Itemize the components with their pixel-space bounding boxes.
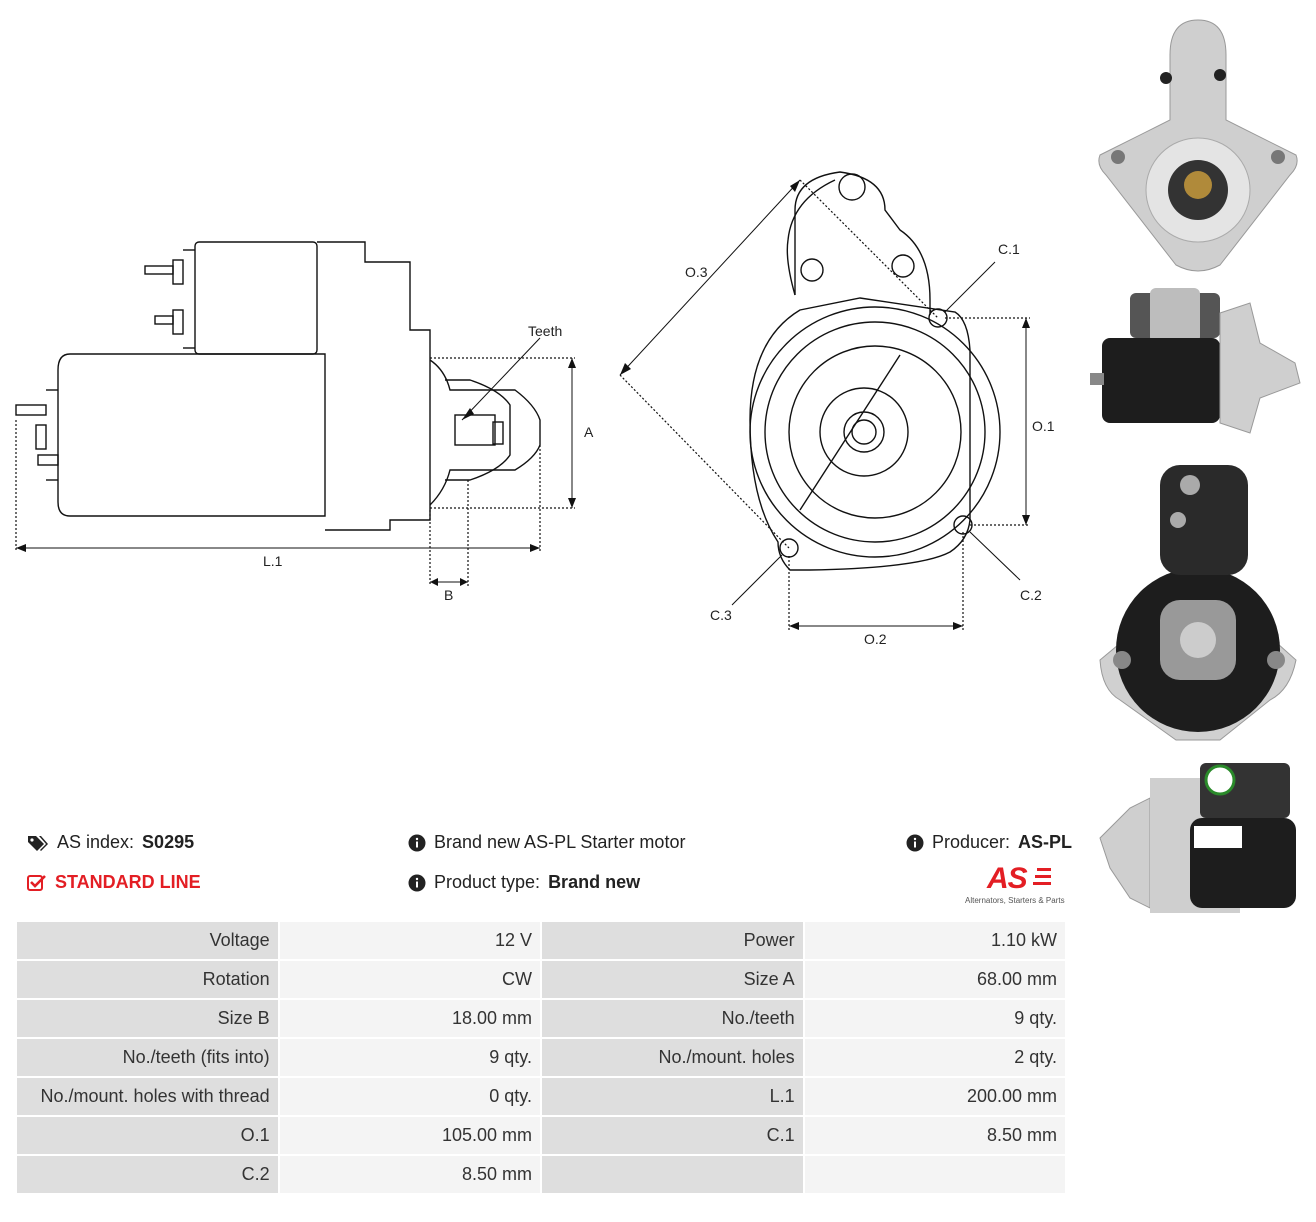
- spec-value: 105.00 mm: [279, 1117, 540, 1154]
- dim-l1-label: L.1: [263, 553, 283, 569]
- spec-key: L.1: [541, 1078, 803, 1115]
- info-icon: [408, 834, 426, 851]
- dim-o3-label: O.3: [685, 264, 708, 280]
- spec-value: 9 qty.: [279, 1039, 540, 1076]
- spec-key: No./mount. holes with thread: [17, 1078, 278, 1115]
- producer-label: Producer:: [932, 832, 1011, 852]
- spec-key: Size B: [17, 1000, 278, 1037]
- line-label: STANDARD LINE: [55, 872, 201, 892]
- producer: Producer: AS-PL: [906, 832, 1072, 853]
- spec-key: Voltage: [17, 922, 278, 959]
- line-badge: STANDARD LINE: [27, 872, 201, 893]
- product-type-label: Product type:: [434, 872, 541, 892]
- spec-key: [541, 1156, 803, 1193]
- spec-key: No./teeth (fits into): [17, 1039, 278, 1076]
- product-photo-side: [1090, 283, 1306, 448]
- front-view-drawing: O.3 O.1 O.2 C.1 C.2 C.3: [619, 171, 1055, 647]
- spec-value: 2 qty.: [804, 1039, 1065, 1076]
- as-index-label: AS index:: [57, 832, 135, 852]
- as-logo: AS Alternators, Starters & Parts: [965, 862, 1070, 908]
- spec-key: No./mount. holes: [541, 1039, 803, 1076]
- spec-value: 8.50 mm: [804, 1117, 1065, 1154]
- spec-value: 9 qty.: [804, 1000, 1065, 1037]
- dim-c1-label: C.1: [998, 241, 1020, 257]
- dim-c3-label: C.3: [710, 607, 732, 623]
- spec-key: O.1: [17, 1117, 278, 1154]
- spec-key: Power: [541, 922, 803, 959]
- teeth-label: Teeth: [528, 323, 562, 339]
- dim-a-label: A: [584, 424, 594, 440]
- spec-value: CW: [279, 961, 540, 998]
- as-logo-tagline: Alternators, Starters & Parts: [965, 896, 1065, 905]
- product-photo-angled: [1090, 758, 1306, 926]
- spec-value: 68.00 mm: [804, 961, 1065, 998]
- as-index: AS index: S0295: [27, 832, 194, 853]
- spec-row: No./teeth (fits into)9 qty.No./mount. ho…: [17, 1039, 1065, 1076]
- spec-key: Rotation: [17, 961, 278, 998]
- side-view-drawing: Teeth A L.1 B: [15, 241, 594, 603]
- info-icon: [408, 874, 426, 891]
- as-logo-mark: AS: [987, 862, 1028, 895]
- product-type: Product type: Brand new: [408, 872, 640, 893]
- description-text: Brand new AS-PL Starter motor: [434, 832, 686, 852]
- spec-key: C.1: [541, 1117, 803, 1154]
- spec-value: 1.10 kW: [804, 922, 1065, 959]
- tags-icon: [28, 835, 48, 851]
- as-index-value: S0295: [142, 832, 195, 852]
- producer-value: AS-PL: [1018, 832, 1073, 852]
- product-type-value: Brand new: [548, 872, 641, 892]
- info-icon: [906, 834, 924, 851]
- spec-value: 0 qty.: [279, 1078, 540, 1115]
- spec-value: 200.00 mm: [804, 1078, 1065, 1115]
- product-photo-front: [1090, 15, 1306, 277]
- description: Brand new AS-PL Starter motor: [408, 832, 685, 853]
- check-square-icon: [27, 874, 46, 891]
- spec-key: C.2: [17, 1156, 278, 1193]
- spec-value: 8.50 mm: [279, 1156, 540, 1193]
- spec-value: 12 V: [279, 922, 540, 959]
- dim-o2-label: O.2: [864, 631, 887, 647]
- spec-value: [804, 1156, 1065, 1193]
- dim-o1-label: O.1: [1032, 418, 1055, 434]
- product-photo-rear: [1090, 460, 1306, 745]
- spec-key: Size A: [541, 961, 803, 998]
- dim-b-label: B: [444, 587, 453, 603]
- spec-key: No./teeth: [541, 1000, 803, 1037]
- dim-c2-label: C.2: [1020, 587, 1042, 603]
- spec-value: 18.00 mm: [279, 1000, 540, 1037]
